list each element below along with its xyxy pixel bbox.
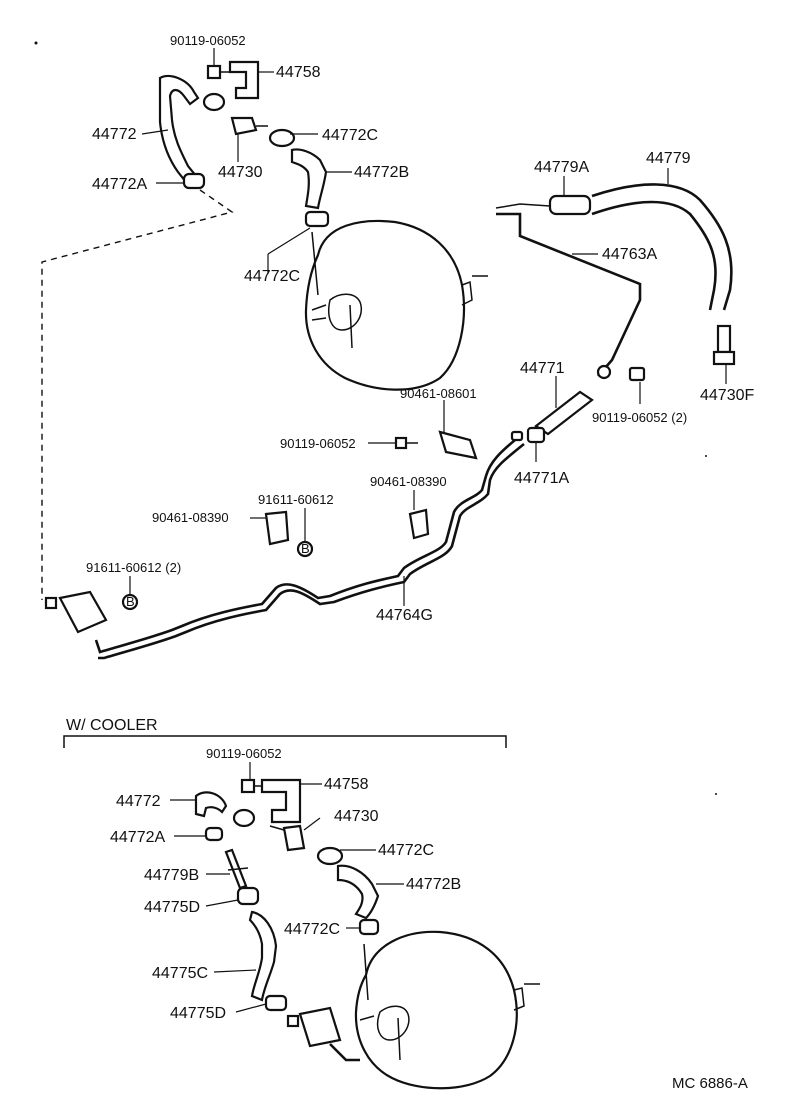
marker-b-2: B: [126, 594, 135, 609]
label-90119-06052-top: 90119-06052: [170, 33, 246, 48]
label-44772: 44772: [92, 126, 137, 143]
label-44771A: 44771A: [514, 470, 569, 487]
brake-booster-lower: [354, 930, 540, 1090]
label-44730F: 44730F: [700, 387, 754, 404]
main-assembly: B B: [34, 33, 754, 660]
upper-left-parts: [158, 60, 330, 228]
label-44772A: 44772A: [92, 176, 147, 193]
label-44764G: 44764G: [376, 607, 433, 624]
cooler-label-44772C-2: 44772C: [284, 921, 340, 938]
cooler-label-44772B: 44772B: [406, 876, 461, 893]
cooler-section-bracket-line: [63, 735, 507, 748]
cooler-section: W/ COOLER: [63, 717, 540, 1090]
cooler-label-44779B: 44779B: [144, 867, 199, 884]
main-leaders: [129, 48, 727, 606]
label-44772C-lower: 44772C: [244, 268, 300, 285]
cooler-label-44772C: 44772C: [378, 842, 434, 859]
figure-code: MC 6886-A: [672, 1075, 748, 1092]
label-44772C-top: 44772C: [322, 127, 378, 144]
brake-booster-upper: [304, 219, 488, 391]
right-parts: [495, 183, 736, 377]
label-44730: 44730: [218, 164, 263, 181]
cooler-label-44775D-top: 44775D: [144, 899, 200, 916]
label-90119-06052-pair: 90119-06052 (2): [592, 410, 687, 425]
cooler-label-44772: 44772: [116, 793, 161, 810]
label-44772B: 44772B: [354, 164, 409, 181]
label-44763A: 44763A: [602, 246, 657, 263]
label-91611-60612-pair: 91611-60612 (2): [86, 560, 181, 575]
cooler-label-44772A: 44772A: [110, 829, 165, 846]
lower-pipes: B B: [44, 364, 646, 660]
label-44779A: 44779A: [534, 159, 589, 176]
cooler-label-44730: 44730: [334, 808, 379, 825]
label-44771: 44771: [520, 360, 565, 377]
cooler-section-title: W/ COOLER: [66, 717, 158, 734]
cooler-label-44758: 44758: [324, 776, 369, 793]
cooler-label-44775C: 44775C: [152, 965, 208, 982]
label-90461-08601: 90461-08601: [400, 386, 477, 401]
cooler-label-90119-06052: 90119-06052: [206, 746, 282, 761]
label-90461-08390-left: 90461-08390: [152, 510, 229, 525]
label-44758: 44758: [276, 64, 321, 81]
cooler-label-44775D-bottom: 44775D: [170, 1005, 226, 1022]
marker-b-1: B: [301, 541, 310, 556]
label-90461-08390-right: 90461-08390: [370, 474, 447, 489]
label-90119-06052-mid: 90119-06052: [280, 436, 356, 451]
label-91611-60612: 91611-60612: [258, 492, 334, 507]
label-44779: 44779: [646, 150, 691, 167]
vacuum-dashed-line: [41, 189, 234, 600]
